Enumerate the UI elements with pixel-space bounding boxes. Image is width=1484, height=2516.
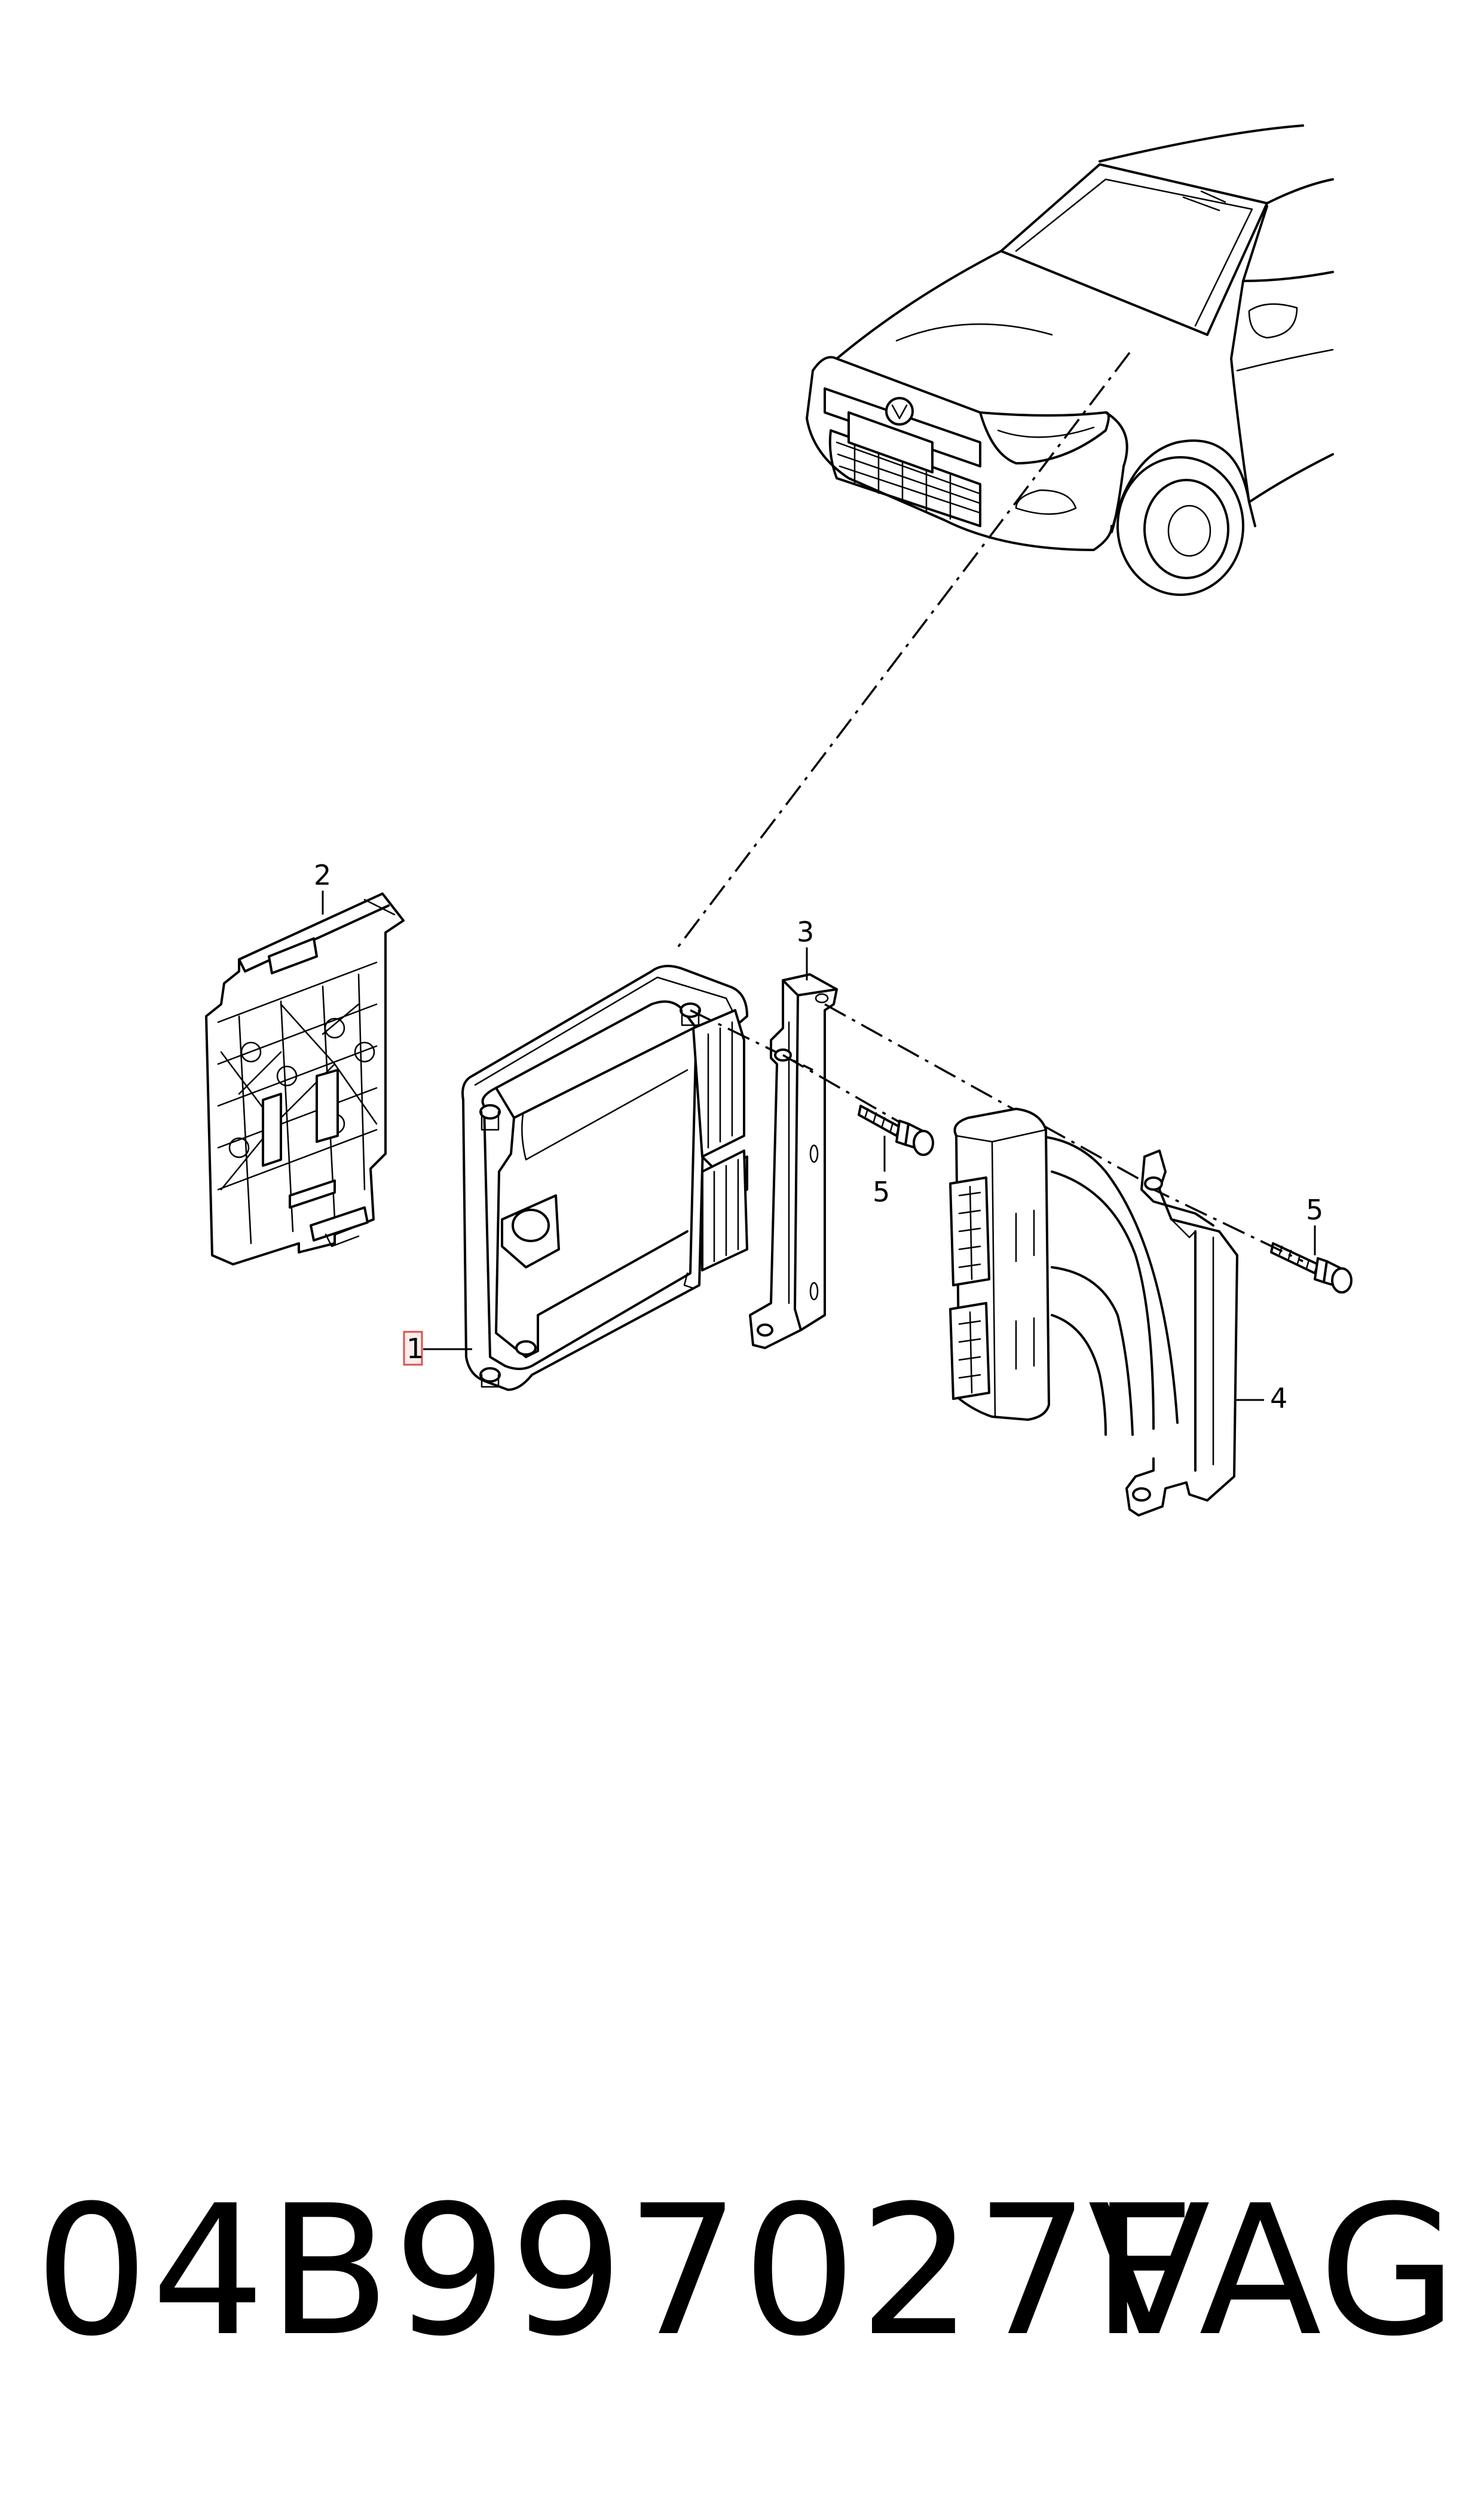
harness-connector [949,1108,1179,1436]
part-1-ecu [461,965,748,1391]
part-caption: 04B997027F VAG [0,2176,1484,2367]
dash-ecu-bracket [690,1009,813,1071]
callout-4: 4 [1270,1382,1287,1414]
part-2-bracket [205,892,405,1265]
part-number: 04B997027F [35,2167,1198,2376]
part-5-screw-a [858,1105,934,1156]
callout-3: 3 [797,916,814,948]
callout-5a: 5 [873,1176,890,1208]
part-4-holder [1125,1150,1238,1517]
dash-bracket-bracket [824,1003,1148,1185]
callout-2: 2 [314,859,331,891]
brand-label: VAG [1088,2167,1458,2376]
part-5-screw-b [1270,1242,1353,1294]
car-illustration [674,124,1334,952]
callout-5b: 5 [1306,1194,1323,1226]
dash-screw-5b [1147,1185,1304,1262]
callout-1-highlight [403,1331,423,1366]
part-3-bracket [749,973,838,1349]
dash-bracket-screw [782,1054,903,1125]
callout-1: 1 [406,1332,424,1365]
